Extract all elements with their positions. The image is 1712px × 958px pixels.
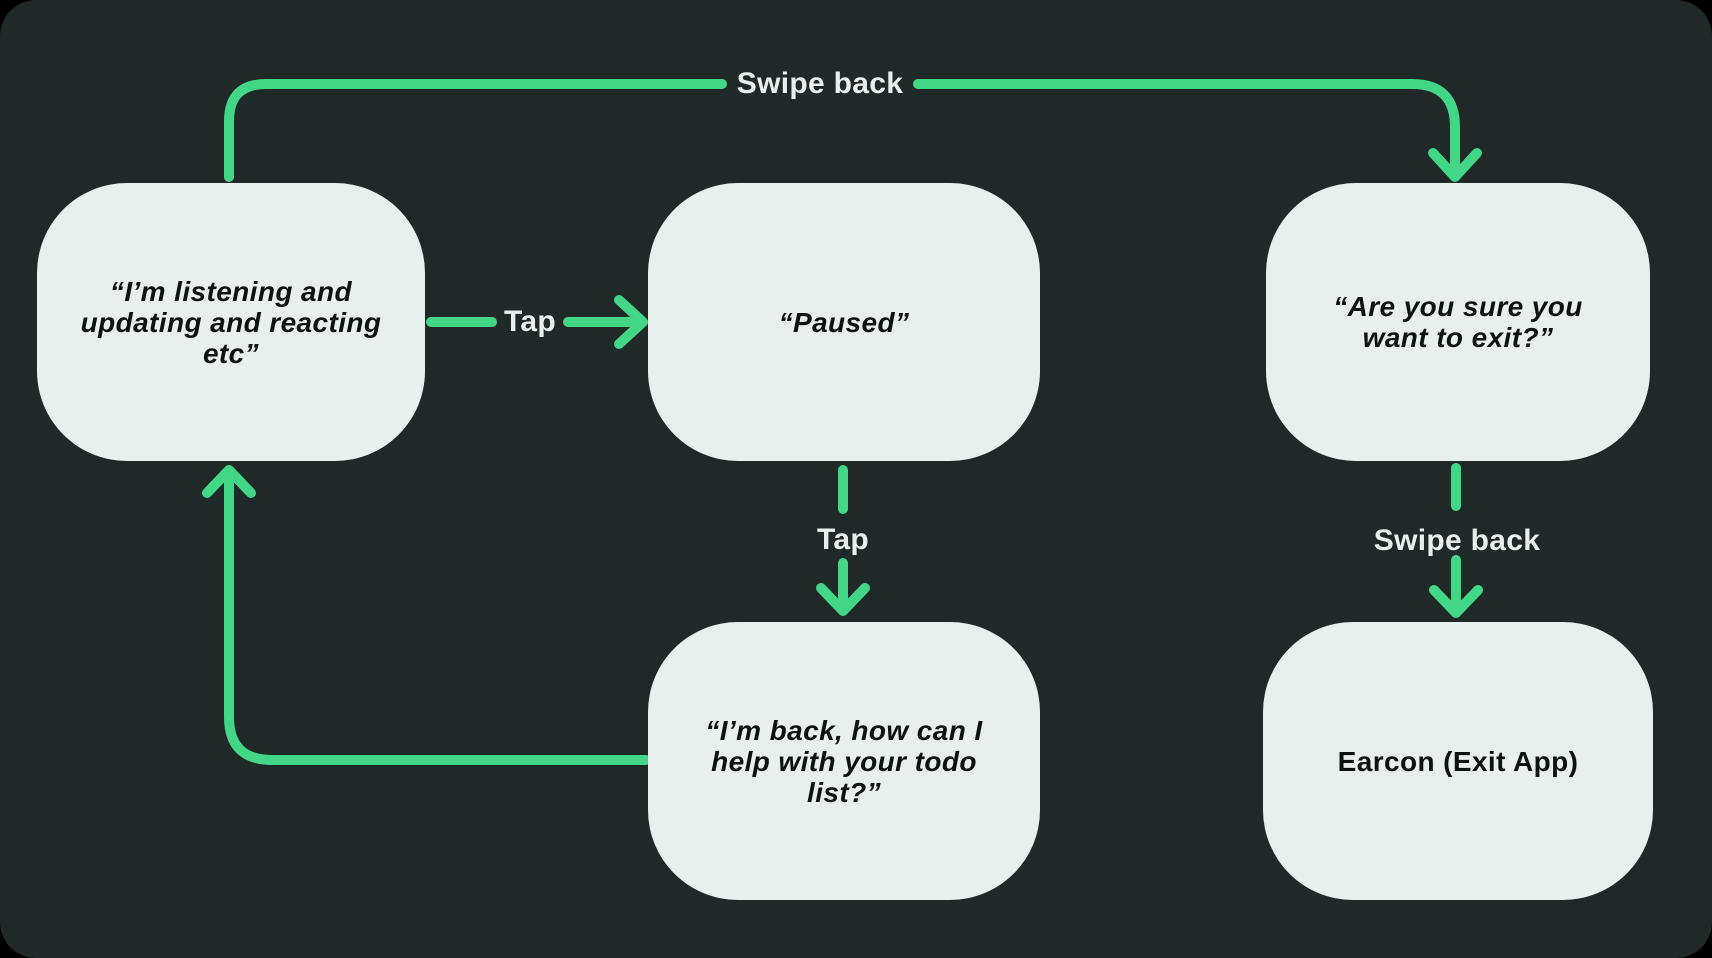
node-listening-text: “I’m listening and updating and reacting… (80, 275, 382, 369)
node-earcon-exit-text: Earcon (Exit App) (1337, 745, 1579, 777)
arrowhead-down-icon (1428, 148, 1482, 182)
node-listening: “I’m listening and updating and reacting… (37, 183, 425, 461)
arrowhead-down-icon (1429, 585, 1483, 618)
swipe-back-top-line-right (913, 79, 1460, 180)
node-exit-confirm: “Are you sure you want to exit?” (1266, 183, 1650, 461)
arrowhead-right-icon (614, 295, 648, 349)
node-back-greeting-text: “I’m back, how can I help with your todo… (705, 714, 983, 808)
node-paused: “Paused” (648, 183, 1040, 461)
node-paused-text: “Paused” (778, 306, 910, 338)
edge-label-tap-listening-paused: Tap (503, 305, 557, 338)
swipe-back-top-line-left (224, 79, 727, 182)
edge-label-swipe-back-top: Swipe back (736, 67, 904, 100)
edge-label-swipe-back-exit: Swipe back (1373, 524, 1541, 557)
arrowhead-up-icon (202, 465, 256, 498)
node-back-greeting: “I’m back, how can I help with your todo… (648, 622, 1040, 900)
node-exit-confirm-text: “Are you sure you want to exit?” (1333, 291, 1583, 353)
edge-label-tap-paused-back: Tap (816, 523, 870, 556)
return-line (224, 467, 651, 765)
node-earcon-exit: Earcon (Exit App) (1263, 622, 1653, 900)
arrowhead-down-icon (816, 583, 870, 616)
